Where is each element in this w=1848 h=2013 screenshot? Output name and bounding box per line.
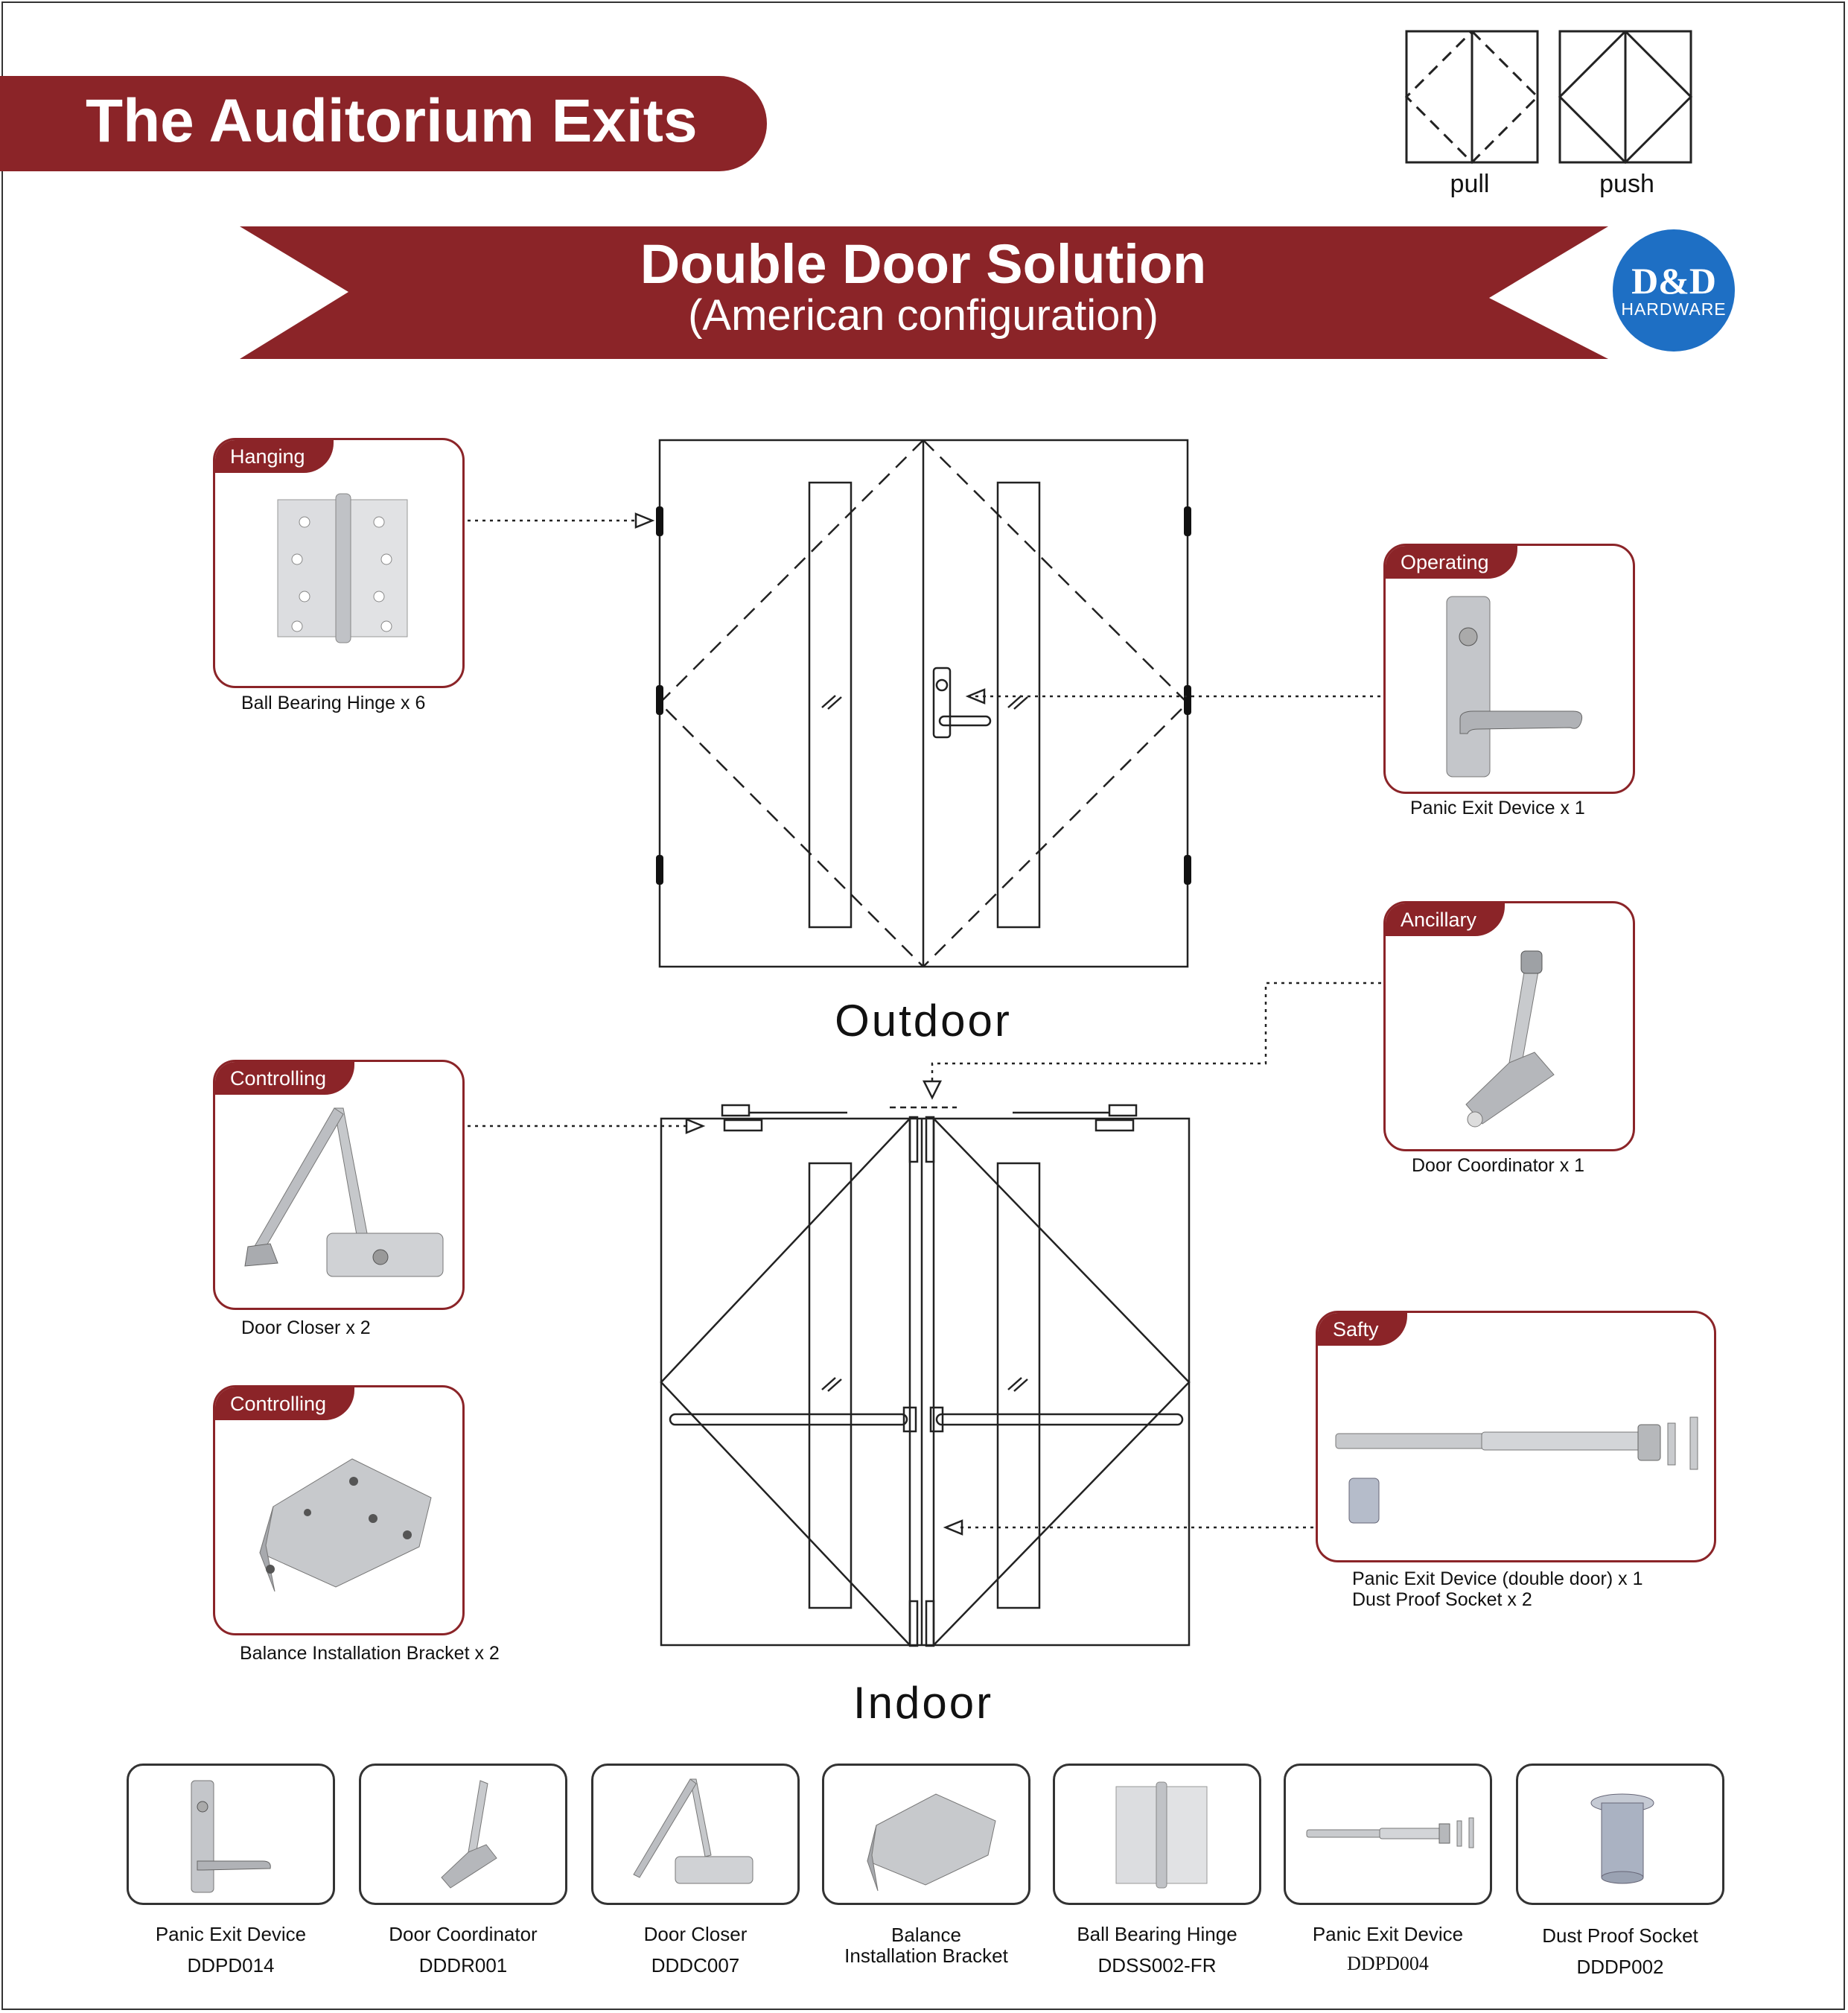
caption-ancillary: Door Coordinator x 1 bbox=[1412, 1155, 1585, 1176]
product-name-4b: Installation Bracket bbox=[844, 1944, 1008, 1967]
product-name-5: Ball Bearing Hinge bbox=[1077, 1923, 1237, 1945]
page-title: The Auditorium Exits bbox=[86, 87, 698, 155]
hinge-icon bbox=[277, 493, 408, 643]
product-code-1: DDPD014 bbox=[187, 1954, 275, 1977]
caption-closer: Door Closer x 2 bbox=[241, 1317, 371, 1338]
product-thumb-hinge bbox=[1053, 1764, 1261, 1905]
product-thumb-panic-bar bbox=[1284, 1764, 1492, 1905]
door-closer-icon bbox=[633, 1778, 753, 1884]
product-name-3: Door Closer bbox=[643, 1923, 748, 1945]
ribbon-subtitle: (American configuration) bbox=[688, 291, 1159, 340]
dust-socket-icon bbox=[1590, 1793, 1654, 1884]
product-code-2: DDDR001 bbox=[418, 1954, 508, 1977]
caption-hinge: Ball Bearing Hinge x 6 bbox=[241, 693, 426, 713]
brand-logo bbox=[1613, 229, 1735, 352]
product-code-3: DDDC007 bbox=[651, 1954, 740, 1977]
product-code-6: DDPD004 bbox=[1347, 1953, 1429, 1974]
product-name-4a: Balance bbox=[891, 1924, 961, 1946]
door-closer-icon bbox=[244, 1107, 444, 1277]
caption-operating: Panic Exit Device x 1 bbox=[1410, 798, 1585, 818]
product-thumb-panic-exit bbox=[127, 1764, 335, 1905]
product-thumb-closer bbox=[591, 1764, 800, 1905]
logo-subtext: HARDWARE bbox=[1621, 299, 1727, 319]
card-tag-operating: Operating bbox=[1386, 546, 1517, 579]
product-thumb-socket bbox=[1516, 1764, 1724, 1905]
title-banner bbox=[0, 76, 767, 171]
product-name-2: Door Coordinator bbox=[389, 1923, 538, 1945]
card-tag-controlling-1: Controlling bbox=[215, 1062, 355, 1095]
bracket-icon bbox=[867, 1793, 996, 1892]
card-safety: Safty bbox=[1316, 1311, 1716, 1562]
coordinator-icon bbox=[441, 1780, 497, 1889]
product-code-7: DDDP002 bbox=[1576, 1956, 1664, 1978]
ribbon-title: Double Door Solution bbox=[640, 233, 1207, 295]
hinge-icon bbox=[1115, 1781, 1208, 1889]
panic-bar-icon bbox=[1335, 1416, 1698, 1524]
product-name-6: Panic Exit Device bbox=[1312, 1923, 1464, 1945]
caption-safety-2: Dust Proof Socket x 2 bbox=[1352, 1589, 1532, 1610]
pull-label: pull bbox=[1450, 170, 1490, 198]
outdoor-label: Outdoor bbox=[835, 996, 1012, 1046]
card-tag-controlling-2: Controlling bbox=[215, 1387, 355, 1420]
card-tag-safety: Safty bbox=[1318, 1313, 1407, 1346]
card-controlling-closer: Controlling bbox=[213, 1060, 465, 1310]
push-label: push bbox=[1599, 170, 1654, 198]
card-controlling-bracket: Controlling bbox=[213, 1385, 465, 1635]
product-thumb-bracket bbox=[822, 1764, 1030, 1905]
bracket-icon bbox=[259, 1458, 432, 1592]
card-tag-ancillary: Ancillary bbox=[1386, 903, 1506, 936]
caption-bracket: Balance Installation Bracket x 2 bbox=[240, 1643, 500, 1664]
logo-text: D&D bbox=[1631, 260, 1716, 302]
caption-safety-1: Panic Exit Device (double door) x 1 bbox=[1352, 1568, 1643, 1589]
lever-handle-icon bbox=[191, 1780, 271, 1893]
product-thumb-coordinator bbox=[359, 1764, 567, 1905]
product-name-7: Dust Proof Socket bbox=[1542, 1924, 1698, 1947]
card-tag-hanging: Hanging bbox=[215, 440, 334, 473]
product-code-5: DDSS002-FR bbox=[1097, 1954, 1217, 1977]
card-ancillary: Ancillary bbox=[1383, 901, 1635, 1151]
card-hanging: Hanging bbox=[213, 438, 465, 688]
product-name-1: Panic Exit Device bbox=[155, 1923, 307, 1945]
coordinator-icon bbox=[1465, 950, 1555, 1128]
card-operating: Operating bbox=[1383, 544, 1635, 794]
indoor-label: Indoor bbox=[853, 1678, 994, 1728]
lever-handle-icon bbox=[1446, 596, 1583, 777]
panic-bar-icon bbox=[1306, 1817, 1474, 1848]
